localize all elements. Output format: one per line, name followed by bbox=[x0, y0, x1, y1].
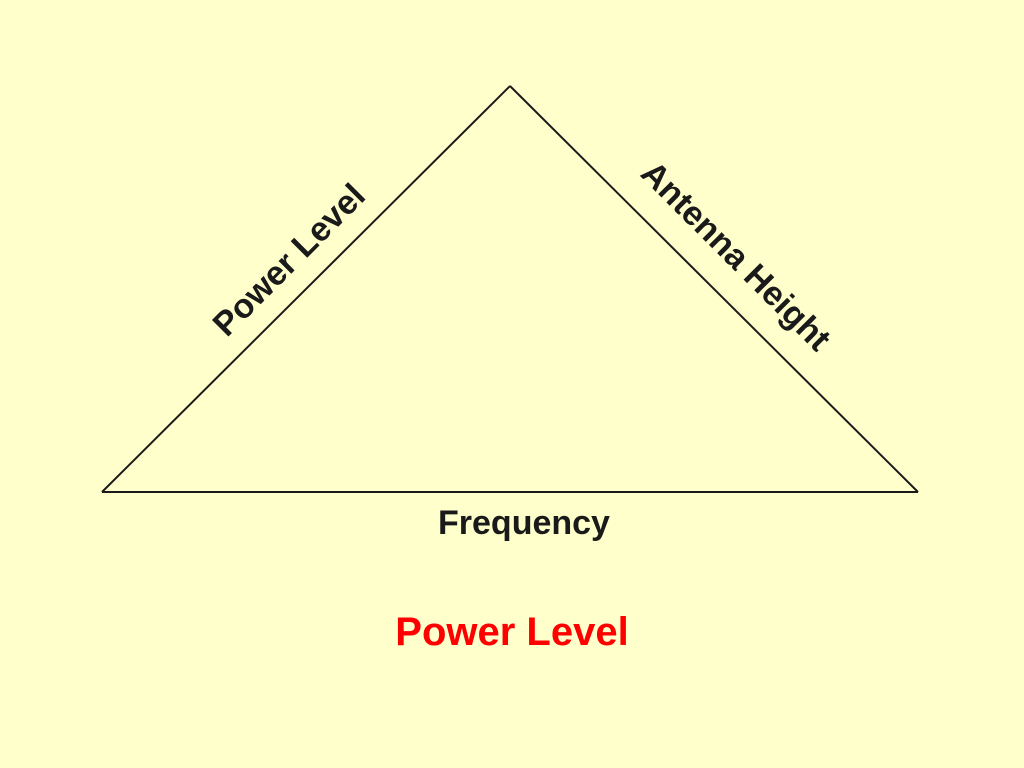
right-side-line bbox=[509, 85, 919, 493]
right-side-label: Antenna Height bbox=[634, 154, 839, 359]
left-side-label: Power Level bbox=[206, 177, 373, 344]
base-label: Frequency bbox=[438, 504, 610, 542]
caption-title: Power Level bbox=[395, 610, 629, 654]
left-side-line bbox=[101, 85, 511, 493]
